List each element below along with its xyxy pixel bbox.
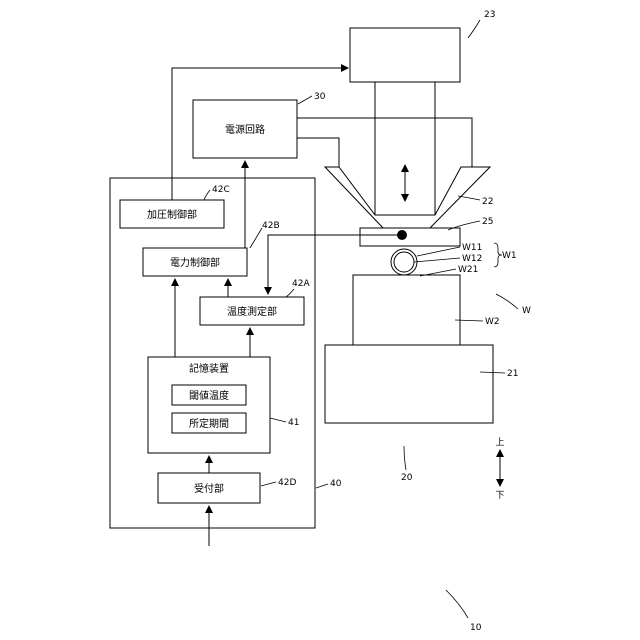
ref-21: 21 [507,369,518,379]
threshold-temp-label: 閾値温度 [189,389,229,402]
direction-arrow-down-head [496,479,504,487]
reception-label: 受付部 [194,482,224,495]
direction-arrow-up-head [496,449,504,457]
wire-inner [394,252,414,272]
ref-42c: 42C [212,185,230,195]
leader-42d [261,482,276,486]
ref-w12: W12 [462,254,482,264]
ref-23: 23 [484,10,495,20]
power-supply-label: 電源回路 [225,123,265,136]
power-wire-right [297,118,472,167]
ref-22: 22 [482,197,493,207]
leader-41 [270,418,286,422]
temperature-sensor-dot [397,230,407,240]
predetermined-period-label: 所定期間 [189,417,229,430]
leader-30 [298,96,312,104]
ref-42b: 42B [262,221,280,231]
power-wire-left [297,138,339,167]
ref-10: 10 [470,623,482,633]
leader-w11 [417,247,460,256]
ref-42d: 42D [278,478,296,488]
ref-20: 20 [401,473,413,483]
ref-30: 30 [314,92,326,102]
bracket-w1 [494,243,502,267]
ref-w1: W1 [502,251,517,261]
leader-w12 [414,258,460,262]
direction-down-label: 下 [495,491,504,501]
leader-42a [286,289,294,297]
tool-holder [325,167,490,230]
temp-measure-label: 温度測定部 [227,305,277,318]
motion-arrow-down-head [401,194,409,202]
ref-w21: W21 [458,265,478,275]
ref-41: 41 [288,418,299,428]
pressure-control-label: 加圧制御部 [147,208,197,221]
storage-label: 記憶装置 [189,362,229,375]
motion-arrow-up-head [401,164,409,172]
leader-22 [458,196,480,200]
ref-w: W [522,306,531,316]
ref-42a: 42A [292,279,310,289]
heating-tool [360,228,460,246]
ref-25: 25 [482,217,493,227]
leader-42b [250,228,262,248]
leader-40 [316,484,328,488]
terminal-body [353,275,460,345]
leader-42c [204,190,210,200]
ref-40: 40 [330,479,342,489]
support-table [325,345,493,423]
leader-w [496,294,518,309]
leader-23 [468,20,480,38]
ref-w11: W11 [462,243,482,253]
pressure-actuator [350,28,460,82]
direction-up-label: 上 [495,437,504,448]
ref-w2: W2 [485,317,500,327]
leader-20 [404,446,406,470]
leader-10 [446,590,468,618]
power-control-label: 電力制御部 [170,256,220,269]
